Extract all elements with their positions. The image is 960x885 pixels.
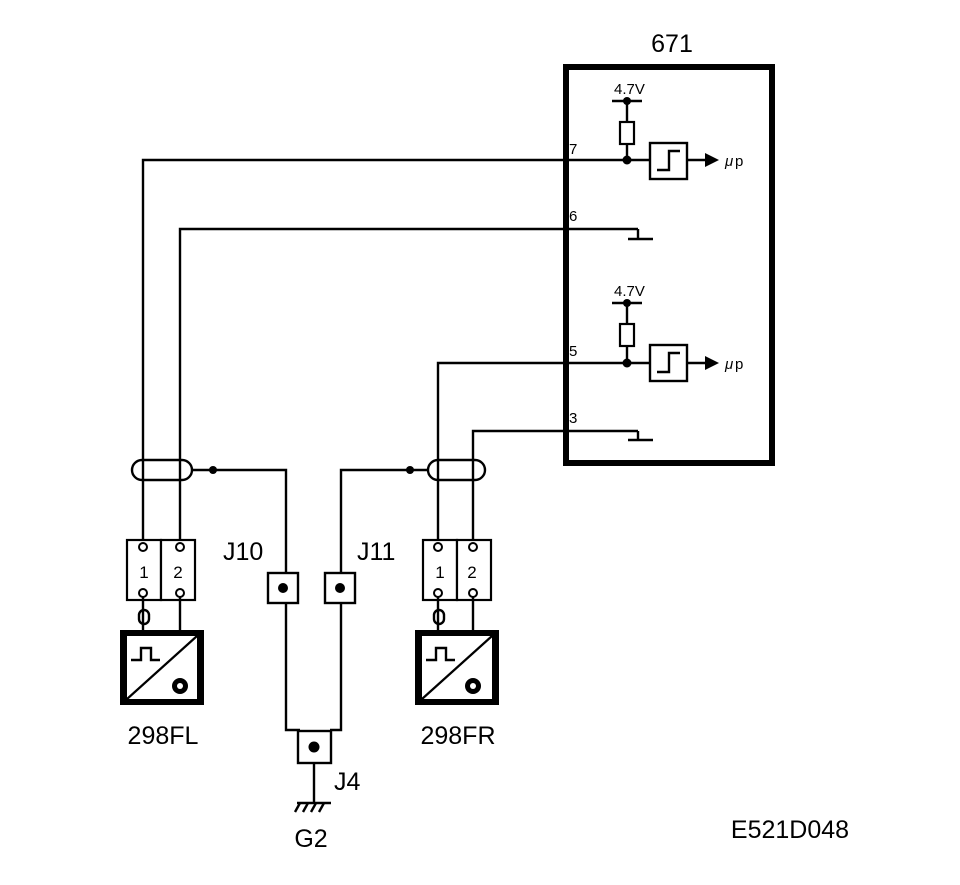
pin-5-label: 5 <box>569 343 577 360</box>
internal-ground-pin-6 <box>628 229 653 241</box>
pin-7-label: 7 <box>569 141 577 158</box>
pin-3-label: 3 <box>569 410 577 427</box>
ground-label: G2 <box>294 825 327 853</box>
input-circuit-upper: 4.7V μ p <box>612 81 743 181</box>
junction-j11-label: J11 <box>357 538 395 566</box>
pullup-resistor-lower <box>618 322 636 348</box>
connector-298fl-pin-2: 2 <box>173 563 182 582</box>
input-circuit-lower: 4.7V μ p <box>612 283 743 383</box>
wheel-speed-sensor-298fl-icon <box>120 630 204 705</box>
connector-298fr-pin-2: 2 <box>467 563 476 582</box>
junction-j10: J10 <box>223 538 300 605</box>
wire-pin-3 <box>471 429 638 545</box>
output-mu-upper: μ <box>724 153 733 170</box>
internal-ground-pin-3 <box>628 431 653 442</box>
connector-298fl-pin-1: 1 <box>139 563 148 582</box>
ground-g2: G2 <box>293 763 331 853</box>
wire-pin-7 <box>141 158 627 545</box>
wire-pin-6 <box>178 227 638 545</box>
figure-code: E521D048 <box>731 816 849 844</box>
control-module: 671 7 6 5 3 4.7V μ p 4.7V <box>563 30 775 466</box>
connector-298fl: 1 2 <box>125 538 197 602</box>
sensor-298fl: 1 2 298FL <box>120 538 204 750</box>
module-label: 671 <box>651 30 693 58</box>
supply-voltage-label-upper: 4.7V <box>614 81 645 98</box>
wheel-speed-sensor-298fr-icon <box>415 630 499 705</box>
pin-6-label: 6 <box>569 208 577 225</box>
output-label-lower: p <box>735 356 743 373</box>
connector-298fr: 1 2 <box>421 538 493 602</box>
junction-j4: J4 <box>296 729 361 796</box>
connector-298fr-pin-1: 1 <box>435 563 444 582</box>
sensor-298fr-label: 298FR <box>420 722 495 750</box>
junction-j11: J11 <box>323 538 395 605</box>
junction-j10-label: J10 <box>223 538 263 566</box>
sensor-298fl-label: 298FL <box>128 722 199 750</box>
pullup-resistor-upper <box>618 120 636 146</box>
sensor-298fr: 1 2 298FR <box>415 538 499 750</box>
supply-voltage-label-lower: 4.7V <box>614 283 645 300</box>
output-label-upper: p <box>735 153 743 170</box>
output-mu-lower: μ <box>724 356 733 373</box>
wire-pin-5 <box>436 361 627 545</box>
junction-j4-label: J4 <box>334 768 361 796</box>
